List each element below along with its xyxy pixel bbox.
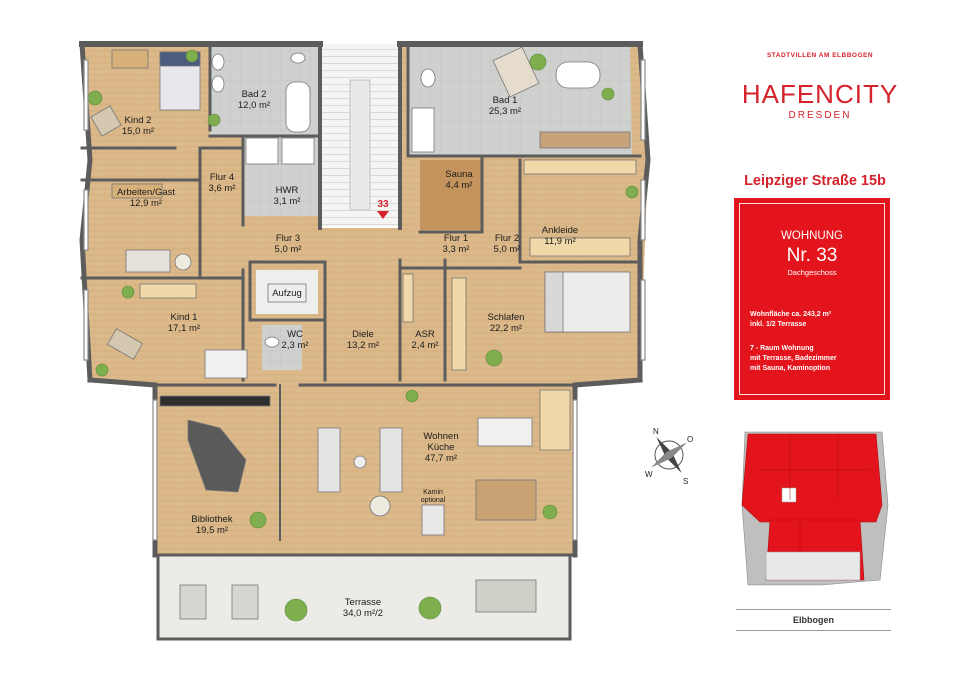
- brand-logo: STADTVILLEN AM ELBBOGEN HAFENCITY DRESDE…: [740, 52, 900, 121]
- unit-floor: Dachgeschoss: [787, 268, 837, 277]
- compass-n: N: [653, 427, 659, 436]
- compass-w: W: [645, 470, 653, 479]
- unit-features: 7 - Raum Wohnung mit Terrasse, Badezimme…: [750, 345, 837, 372]
- unit-info-box: WOHNUNG Nr. 33 Dachgeschoss Wohnfläche c…: [734, 198, 890, 400]
- unit-area: Wohnfläche ca. 243,2 m² inkl. 1/2 Terras…: [750, 311, 832, 328]
- unit-info-frame: [739, 203, 885, 395]
- address-title: Leipziger Straße 15b: [744, 173, 886, 189]
- furniture: [90, 46, 637, 620]
- compass-o: O: [687, 435, 693, 444]
- site-plan-thumbnail: [736, 428, 891, 598]
- windows: [83, 59, 646, 541]
- unit-title: WOHNUNG: [781, 230, 843, 242]
- brand-arc-text: STADTVILLEN AM ELBBOGEN: [766, 52, 874, 59]
- site-plan-caption: Elbbogen: [793, 615, 834, 625]
- compass: N O S W: [645, 427, 693, 486]
- brand-name: HAFENCITY: [741, 79, 899, 109]
- brand-city: DRESDEN: [788, 110, 852, 121]
- floor-surfaces: [82, 44, 648, 639]
- site-caption-rule-top: [736, 609, 891, 610]
- entrance-number: 33: [377, 199, 389, 210]
- entrance-marker: 33: [377, 199, 389, 219]
- site-caption-rule-bottom: [736, 630, 891, 631]
- compass-s: S: [683, 477, 688, 486]
- elevator-label: Aufzug: [272, 288, 302, 299]
- plants: [87, 49, 639, 622]
- unit-number: Nr. 33: [786, 245, 838, 266]
